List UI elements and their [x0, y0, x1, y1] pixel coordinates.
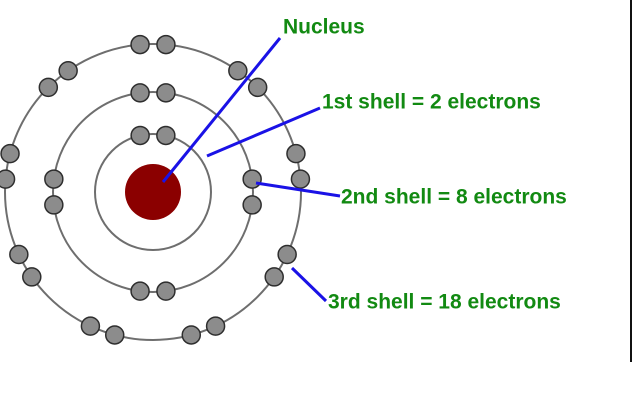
electron-shell-3: [264, 267, 284, 287]
electron-shell-2: [242, 169, 262, 189]
electrons-group: [0, 34, 311, 345]
electron-shell-3: [104, 325, 125, 345]
electron-shell-3: [228, 60, 248, 81]
orbit-shell-2: [52, 91, 254, 293]
electron-shell-3: [290, 169, 311, 189]
electron-shell-2: [156, 83, 176, 103]
electron-shell-3: [9, 244, 29, 265]
electron-shell-3: [22, 267, 42, 287]
label-shell-3: 3rd shell = 18 electrons: [328, 290, 561, 314]
electron-shell-2: [156, 281, 176, 301]
label-shell-2: 2nd shell = 8 electrons: [341, 185, 567, 209]
orbit-shell-3: [4, 43, 302, 341]
right-edge-line: [630, 0, 632, 362]
pointer-line-nucleus: [161, 37, 282, 183]
electron-shell-3: [0, 169, 16, 189]
electron-shell-2: [130, 83, 150, 103]
electron-shell-3: [38, 77, 59, 98]
electron-shell-2: [44, 195, 64, 215]
electron-shell-3: [247, 77, 268, 98]
label-shell-1: 1st shell = 2 electrons: [322, 90, 541, 114]
electron-shell-3: [286, 143, 306, 164]
electron-shell-2: [242, 195, 262, 215]
pointer-line-shell-2: [255, 181, 341, 198]
orbit-shell-1: [94, 133, 212, 251]
pointer-line-shell-3: [290, 266, 328, 303]
electron-shell-3: [130, 34, 150, 55]
label-nucleus: Nucleus: [283, 15, 365, 39]
electron-shell-3: [277, 244, 297, 265]
electron-shell-3: [0, 143, 20, 164]
electron-shell-3: [156, 34, 176, 55]
electron-shell-2: [44, 169, 64, 189]
electron-shell-3: [205, 316, 226, 336]
electron-shell-3: [181, 325, 202, 345]
electron-shell-2: [130, 281, 150, 301]
electron-shell-3: [58, 60, 78, 81]
electron-shell-1: [130, 125, 150, 146]
pointer-line-shell-1: [206, 106, 321, 158]
electron-shell-3: [80, 316, 101, 336]
electron-shell-1: [156, 125, 176, 146]
